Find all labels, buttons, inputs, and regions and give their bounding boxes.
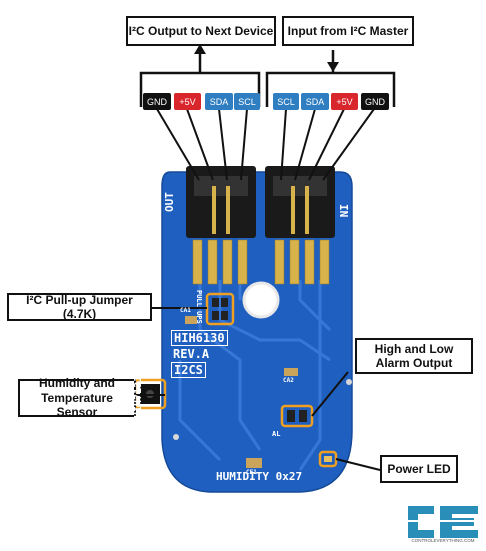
callout-i2c-input: Input from I²C Master	[282, 16, 414, 46]
cap-ce1	[246, 458, 262, 468]
callout-humidity-sensor: Humidity and Temperature Sensor	[18, 376, 136, 419]
silk-sensor-chip: HIH7131	[133, 375, 144, 418]
callout-alarm-output: High and Low Alarm Output	[355, 338, 473, 374]
logo-subtext: CONTROLEVERYTHING.COM	[411, 538, 475, 543]
pin-label-left-gnd: GND	[143, 93, 171, 110]
silk-interface: I2CS	[171, 362, 206, 378]
connector-right	[265, 166, 335, 238]
cap-ca1	[185, 316, 197, 324]
silk-out-label: OUT	[163, 192, 176, 212]
callout-leaders	[135, 307, 381, 471]
silk-model: HIH6130	[171, 330, 228, 346]
arrow-down-icon	[327, 62, 339, 72]
pin-label-right-sda: SDA	[301, 93, 329, 110]
header-pins	[192, 239, 330, 285]
silk-pull-label: PULL UPS	[195, 290, 203, 324]
callout-i2c-output: I²C Output to Next Device	[126, 16, 276, 46]
silk-ca1: CA1	[180, 307, 191, 314]
silk-revision: REV.A	[173, 347, 210, 361]
silk-ca2: CA2	[283, 377, 294, 384]
silk-alarm-label: AL	[272, 430, 281, 438]
cap-ca2	[284, 368, 298, 376]
pin-label-right-gnd: GND	[361, 93, 389, 110]
pin-label-right-scl: SCL	[273, 93, 299, 110]
callout-power-led: Power LED	[380, 455, 458, 483]
connector-left	[186, 166, 256, 238]
pin-label-left-sda: SDA	[205, 93, 233, 110]
ce-logo-icon	[408, 506, 478, 538]
pin-label-left-5v: +5V	[174, 93, 201, 110]
pcb-traces	[178, 280, 332, 471]
silk-footer: HUMIDITY 0x27	[216, 470, 303, 483]
pin-wires	[156, 108, 375, 181]
silk-in-label: IN	[337, 204, 350, 218]
controleverything-logo: CONTROLEVERYTHING.COM	[404, 500, 482, 546]
silk-ce1: CE1	[246, 469, 257, 476]
pin-label-right-5v: +5V	[331, 93, 358, 110]
callout-pullup-jumper: I²C Pull-up Jumper (4.7K)	[7, 293, 152, 321]
arrow-up-icon	[194, 44, 206, 54]
pin-label-left-scl: SCL	[234, 93, 260, 110]
